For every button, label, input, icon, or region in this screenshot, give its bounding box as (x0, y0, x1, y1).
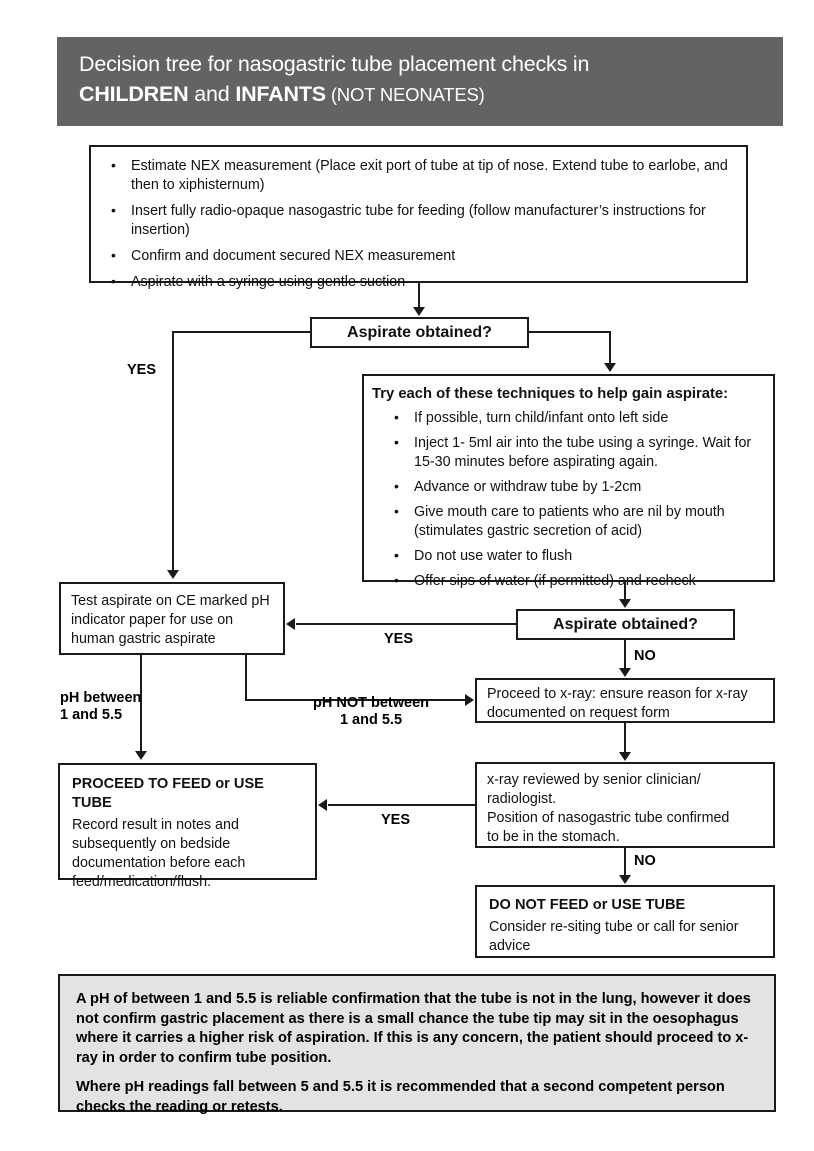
edge-label-yes-top-left: YES (127, 362, 157, 378)
arrow-down-icon (619, 875, 631, 884)
initial-steps-list: Estimate NEX measurement (Place exit por… (97, 156, 736, 292)
arrow-left-icon (286, 618, 295, 630)
edge-label-ph-not-between: pH NOT between 1 and 5.5 (296, 695, 446, 729)
arrow-left-icon (318, 799, 327, 811)
connector-steps-to-decision1 (418, 283, 420, 308)
connector-ph-between-v (140, 655, 142, 752)
header-infants-word: INFANTS (235, 82, 326, 106)
connector-decision1-yes-v (172, 331, 174, 571)
edge-label-ph-between: pH between 1 and 5.5 (60, 690, 180, 724)
header-and-word: and (188, 82, 236, 106)
footnote-box: A pH of between 1 and 5.5 is reliable co… (58, 974, 776, 1115)
connector-decision2-no-v (624, 640, 626, 669)
connector-decision1-yes-h (172, 331, 312, 333)
edge-label-ph-not-between-text: pH NOT between 1 and 5.5 (312, 695, 429, 728)
xray-reviewed-line4: to be in the stomach. (487, 829, 620, 845)
techniques-title: Try each of these techniques to help gai… (372, 386, 729, 402)
decision2-label: Aspirate obtained? (553, 616, 698, 633)
connector-decision1-no-h (527, 331, 611, 333)
edge-label-ph-between-text: pH between 1 and 5.5 (60, 690, 142, 723)
footnote-paragraph-1: A pH of between 1 and 5.5 is reliable co… (76, 991, 751, 1066)
connector-decision1-no-v (609, 331, 611, 364)
header-title-line1: Decision tree for nasogastric tube place… (79, 52, 590, 76)
proceed-to-feed-box: PROCEED TO FEED or USE TUBE Record resul… (58, 763, 317, 890)
edge-label-yes-bottom: YES (381, 812, 411, 828)
edge-label-no-mid: NO (634, 648, 656, 664)
techniques-list: If possible, turn child/infant onto left… (372, 408, 763, 591)
list-item: Do not use water to flush (372, 546, 763, 566)
connector-xray-no-v (624, 848, 626, 876)
do-not-feed-body: Consider re-siting tube or call for seni… (489, 919, 739, 954)
xray-reviewed-line1: x-ray reviewed by senior clinician/ (487, 772, 701, 788)
xray-reviewed-line2: radiologist. (487, 791, 557, 807)
connector-decision2-yes-h (296, 623, 516, 625)
connector-techniques-to-decision2 (624, 582, 626, 600)
connector-xray-yes-h (328, 804, 475, 806)
header-title-line2: CHILDREN and INFANTS (NOT NEONATES) (79, 79, 761, 110)
arrow-down-icon (167, 570, 179, 579)
techniques-box: Try each of these techniques to help gai… (362, 374, 775, 590)
do-not-feed-heading: DO NOT FEED or USE TUBE (489, 897, 686, 913)
list-item: Offer sips of water (if permitted) and r… (372, 571, 763, 591)
page-title-banner: Decision tree for nasogastric tube place… (57, 37, 783, 126)
list-item: Inject 1- 5ml air into the tube using a … (372, 433, 763, 472)
decision-aspirate-obtained-2: Aspirate obtained? (516, 609, 735, 640)
proceed-to-feed-body: Record result in notes and subsequently … (72, 817, 246, 890)
footnote-paragraph-2: Where pH readings fall between 5 and 5.5… (76, 1079, 725, 1115)
decision-aspirate-obtained-1: Aspirate obtained? (310, 317, 529, 348)
edge-label-yes-mid: YES (384, 631, 414, 647)
edge-label-no-bottom: NO (634, 853, 656, 869)
xray-reviewed-line3: Position of nasogastric tube confirmed (487, 810, 730, 826)
header-not-neonates: (NOT NEONATES) (325, 84, 485, 105)
list-item: Insert fully radio-opaque nasogastric tu… (97, 201, 736, 240)
proceed-to-feed-heading: PROCEED TO FEED or USE TUBE (72, 776, 264, 811)
connector-ph-not-between-h (245, 699, 466, 701)
list-item: Give mouth care to patients who are nil … (372, 502, 763, 541)
arrow-down-icon (619, 752, 631, 761)
list-item: If possible, turn child/infant onto left… (372, 408, 763, 428)
initial-steps-box: Estimate NEX measurement (Place exit por… (89, 145, 748, 291)
test-aspirate-text: Test aspirate on CE marked pH indicator … (71, 593, 270, 647)
connector-xray-request-to-review (624, 723, 626, 753)
arrow-down-icon (604, 363, 616, 372)
connector-ph-not-between-v (245, 655, 247, 701)
arrow-down-icon (135, 751, 147, 760)
do-not-feed-box: DO NOT FEED or USE TUBE Consider re-siti… (475, 885, 775, 958)
xray-reviewed-box: x-ray reviewed by senior clinician/ radi… (475, 762, 775, 848)
list-item: Advance or withdraw tube by 1-2cm (372, 477, 763, 497)
xray-request-box: Proceed to x-ray: ensure reason for x-ra… (475, 678, 775, 723)
arrow-right-icon (465, 694, 474, 706)
arrow-down-icon (619, 599, 631, 608)
list-item: Confirm and document secured NEX measure… (97, 246, 736, 266)
test-aspirate-box: Test aspirate on CE marked pH indicator … (59, 582, 285, 655)
list-item: Estimate NEX measurement (Place exit por… (97, 156, 736, 195)
header-children-word: CHILDREN (79, 82, 189, 106)
xray-request-text: Proceed to x-ray: ensure reason for x-ra… (487, 686, 748, 721)
arrow-down-icon (619, 668, 631, 677)
arrow-down-icon (413, 307, 425, 316)
list-item: Aspirate with a syringe using gentle suc… (97, 272, 736, 292)
decision1-label: Aspirate obtained? (347, 324, 492, 341)
